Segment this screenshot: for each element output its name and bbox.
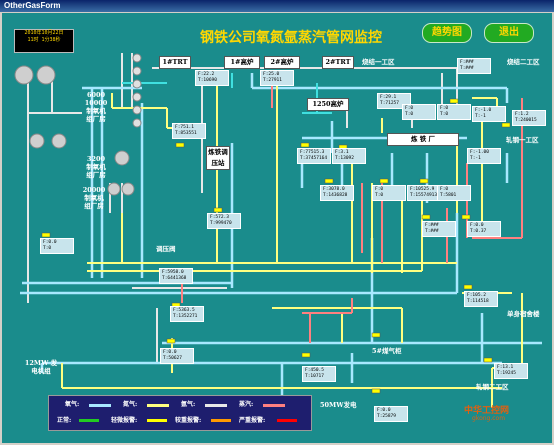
pipe-legend: 氧气: 氮气: 氩气: 蒸汽: 正常: 轻微报警: 较重报警: 严重报警: <box>48 395 312 431</box>
trend-chart-button[interactable]: 趋势图 <box>422 23 472 43</box>
window-title: OtherGasForm <box>4 1 61 10</box>
legend-nitrogen-label: 氮气: <box>123 401 138 408</box>
time-text: 11时 1分38秒 <box>27 37 61 43</box>
label-2trt: 2#TRT <box>322 56 354 69</box>
legend-normal-swatch <box>79 419 99 422</box>
label-sinter2: 烧结二工区 <box>507 58 540 66</box>
label-rolling2: 轧钢二工区 <box>476 383 509 391</box>
title-bar: OtherGasForm <box>0 0 554 12</box>
readout-sinter-a: F:###T:### <box>457 58 491 74</box>
tanks <box>14 53 142 196</box>
exit-button[interactable]: 退出 <box>484 23 534 43</box>
readout-steel-d: F:###T:### <box>422 221 456 237</box>
legend-medium-alarm-label: 较重报警: <box>175 417 202 424</box>
legend-nitrogen-swatch <box>147 404 169 407</box>
label-oxy-plant-2: 3200 制氧机 组厂房 <box>86 155 106 179</box>
label-steelmaking: 炼 铁 厂 <box>387 133 459 146</box>
label-bf1250: 1250高炉 <box>307 98 349 111</box>
watermark-url: gkong.com <box>472 415 506 422</box>
legend-argon-swatch <box>205 404 227 407</box>
legend-steam-label: 蒸汽: <box>239 401 254 408</box>
label-sinter1: 烧结一工区 <box>362 58 395 66</box>
label-oxy-plant-1: 6000 10000 制氧机 组厂房 <box>84 91 108 123</box>
date-text: 2010年10月22日 <box>24 30 64 36</box>
legend-steam-swatch <box>263 404 285 407</box>
page-title: 钢铁公司氧氮氩蒸汽管网监控 <box>200 30 382 46</box>
label-power-12mw: 12MW 发电机组 <box>24 359 58 375</box>
label-bf1: 1#高炉 <box>224 56 260 69</box>
legend-normal-label: 正常: <box>57 417 72 424</box>
scada-canvas: 2010年10月22日 11时 1分38秒 钢铁公司氧氮氩蒸汽管网监控 趋势图 … <box>2 13 552 443</box>
legend-light-alarm-label: 轻微报警: <box>111 417 138 424</box>
label-regulating-valve: 调压阀 <box>156 245 176 253</box>
nitrogen-pipes <box>61 73 523 408</box>
legend-severe-alarm-swatch <box>277 419 297 422</box>
label-gas-holder-5: 5#煤气柜 <box>372 347 402 355</box>
date-time-display: 2010年10月22日 11时 1分38秒 <box>14 29 74 53</box>
label-bf2: 2#高炉 <box>264 56 300 69</box>
label-rolling1: 轧钢一工区 <box>506 136 539 144</box>
label-iron-plant-station: 炼铁调压站 <box>206 146 230 170</box>
legend-light-alarm-swatch <box>147 419 167 422</box>
watermark-logo: 中华工控网 <box>464 406 510 416</box>
label-oxy-plant-3: 20000 制氧机 组厂房 <box>82 186 106 210</box>
legend-oxygen-swatch <box>89 404 111 407</box>
legend-medium-alarm-swatch <box>211 419 231 422</box>
legend-oxygen-label: 氧气: <box>65 401 80 408</box>
legend-severe-alarm-label: 严重报警: <box>239 417 266 424</box>
label-power-50mw: 50MW发电 <box>320 401 357 409</box>
label-1trt: 1#TRT <box>159 56 191 69</box>
label-dormitory: 单身宿舍楼 <box>507 310 540 318</box>
legend-argon-label: 氩气: <box>181 401 196 408</box>
